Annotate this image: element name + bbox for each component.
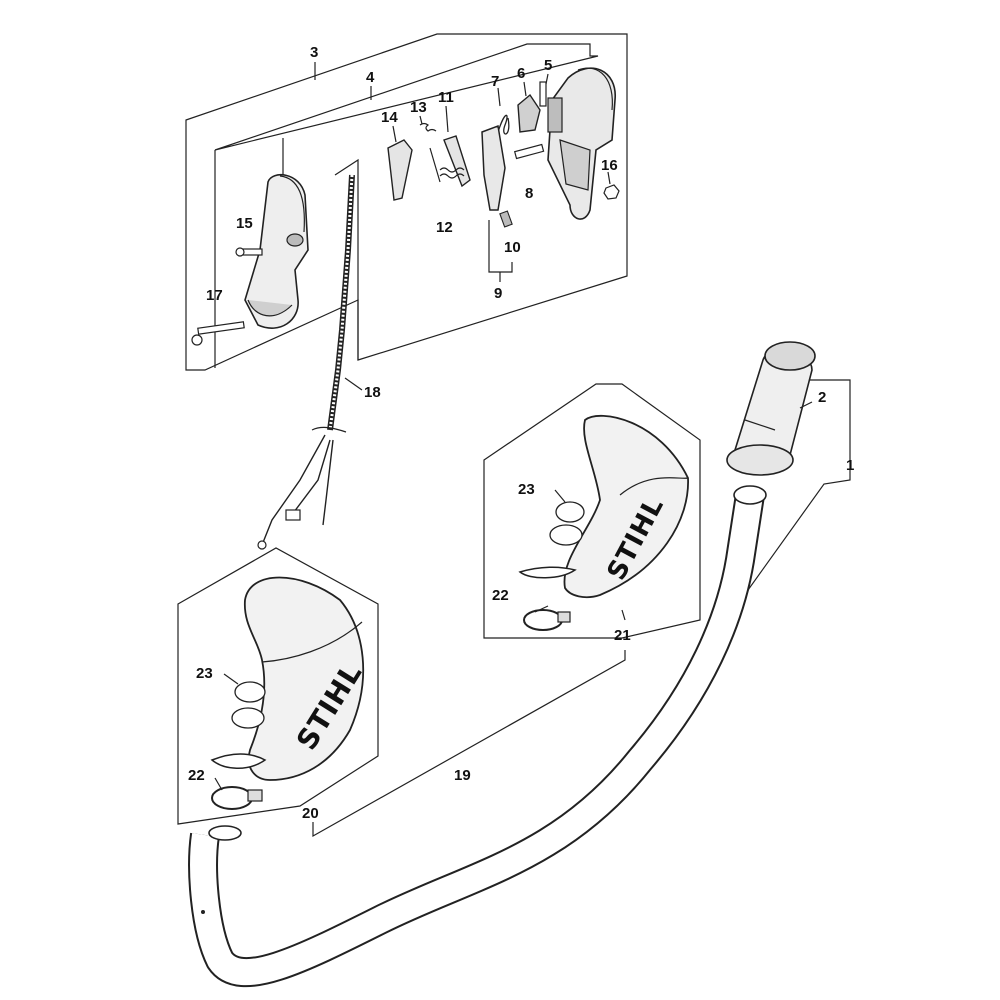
callout-21: 21 bbox=[614, 627, 631, 644]
group-4-frame bbox=[214, 43, 599, 151]
callout-23-left: 23 bbox=[196, 665, 213, 682]
callout-3: 3 bbox=[310, 44, 318, 61]
callout-2: 2 bbox=[818, 389, 826, 406]
screw-15-part bbox=[235, 247, 263, 257]
callout-7-leader bbox=[497, 87, 501, 107]
tube-end-upper bbox=[733, 485, 767, 505]
callout-14-leader bbox=[392, 125, 397, 143]
callout-23-right: 23 bbox=[518, 481, 535, 498]
callout-22-right: 22 bbox=[492, 587, 509, 604]
nut-part bbox=[603, 184, 620, 200]
group-18-frame bbox=[334, 158, 359, 360]
callout-23b-leader bbox=[554, 489, 566, 503]
screw-17-part bbox=[191, 321, 245, 346]
callout-14: 14 bbox=[381, 109, 398, 126]
callout-22b-leader bbox=[534, 605, 549, 613]
callout-11-leader bbox=[445, 105, 449, 133]
callout-5-leader bbox=[545, 73, 549, 85]
throttle-cable bbox=[257, 174, 355, 550]
callout-23a-leader bbox=[223, 673, 239, 685]
callout-21-leader bbox=[621, 609, 626, 621]
pin-part bbox=[539, 81, 547, 107]
callout-15: 15 bbox=[236, 215, 253, 232]
bracket-1 bbox=[737, 379, 851, 605]
hand-shield-20: STIHL bbox=[210, 576, 369, 781]
control-handle-housing bbox=[547, 67, 616, 220]
callout-16-leader bbox=[607, 171, 611, 185]
callout-6: 6 bbox=[517, 65, 525, 82]
callout-6-leader bbox=[523, 81, 527, 97]
callout-7: 7 bbox=[491, 73, 499, 90]
group-20-frame bbox=[177, 547, 379, 825]
group-21-frame bbox=[483, 383, 701, 639]
callout-2-leader bbox=[799, 401, 813, 409]
callout-19: 19 bbox=[454, 767, 471, 784]
callout-17: 17 bbox=[206, 287, 223, 304]
callout-16: 16 bbox=[601, 157, 618, 174]
lever-part bbox=[443, 135, 471, 188]
hand-shield-21: STIHL bbox=[518, 414, 689, 599]
callout-11: 11 bbox=[438, 89, 454, 106]
callout-4: 4 bbox=[366, 69, 375, 86]
callout-22a-leader bbox=[214, 777, 223, 791]
callout-13-leader bbox=[419, 115, 423, 125]
spring-part bbox=[419, 122, 437, 132]
bracket-19 bbox=[312, 650, 626, 838]
handle-body bbox=[244, 174, 309, 329]
tube-end-lower bbox=[208, 825, 242, 841]
lock-lever-part bbox=[387, 139, 413, 201]
switch-part bbox=[517, 93, 541, 133]
callout-12: 12 bbox=[436, 219, 453, 236]
callout-18-leader bbox=[344, 377, 363, 391]
callout-9: 9 bbox=[494, 285, 502, 302]
callout-22-left: 22 bbox=[188, 767, 205, 784]
hose-clamp-22-right bbox=[523, 609, 571, 631]
callout-1: 1 bbox=[846, 457, 854, 474]
rod-part bbox=[513, 143, 545, 160]
hose-clamp-22-left bbox=[211, 786, 263, 810]
callout-20: 20 bbox=[302, 805, 319, 822]
callout-18: 18 bbox=[364, 384, 381, 401]
callout-13: 13 bbox=[410, 99, 427, 116]
throttle-trigger-part bbox=[481, 124, 506, 211]
grip bbox=[726, 341, 816, 476]
torsion-spring-part bbox=[439, 167, 465, 179]
spring-clip-part bbox=[497, 114, 510, 135]
callout-8: 8 bbox=[525, 185, 533, 202]
callout-10: 10 bbox=[504, 239, 521, 256]
callout-5: 5 bbox=[544, 57, 552, 74]
